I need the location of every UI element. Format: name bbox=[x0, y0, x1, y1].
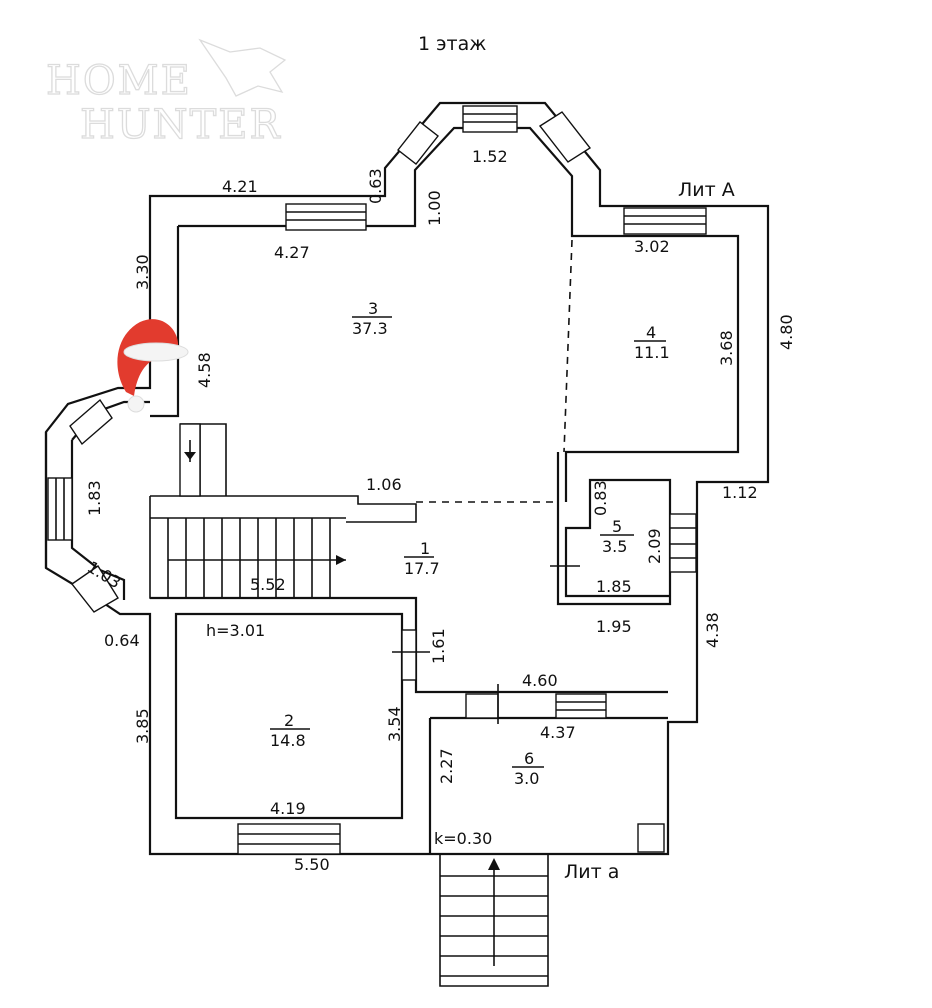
room-area: 3.5 bbox=[602, 537, 627, 556]
room-area: 17.7 bbox=[404, 559, 440, 578]
room-number: 3 bbox=[368, 299, 378, 318]
dimension-label: 3.85 bbox=[133, 708, 152, 744]
dimension-label: 2.27 bbox=[437, 748, 456, 784]
dimension-label: 0.64 bbox=[104, 631, 140, 650]
partition-3-4 bbox=[563, 239, 573, 453]
room-area: 3.0 bbox=[514, 769, 539, 788]
santa-hat-icon bbox=[117, 319, 189, 413]
dimension-label: 4.80 bbox=[777, 314, 796, 350]
floor-title: 1 этаж bbox=[418, 33, 486, 55]
room-1-label: 1 17.7 bbox=[404, 539, 440, 578]
dimension-label: 4.37 bbox=[540, 723, 576, 742]
dimension-label: 4.38 bbox=[703, 612, 722, 648]
dimension-label: 3.30 bbox=[133, 254, 152, 290]
room-4-label: 4 11.1 bbox=[634, 323, 670, 362]
watermark-line2: HUNTER bbox=[80, 102, 282, 148]
room-3-label: 3 37.3 bbox=[352, 299, 392, 338]
dimension-label: 0.63 bbox=[366, 168, 385, 204]
dimension-label: 1.00 bbox=[425, 190, 444, 226]
watermark-line1: HOME bbox=[46, 58, 192, 104]
dimension-label: 5.52 bbox=[250, 575, 286, 594]
dimension-label: 3.54 bbox=[385, 706, 404, 742]
dimension-label: 2.09 bbox=[645, 528, 664, 564]
dimension-label: 1.95 bbox=[596, 617, 632, 636]
dimension-label: 1.83 bbox=[85, 480, 104, 516]
windows bbox=[47, 105, 707, 855]
room-number: 6 bbox=[524, 749, 534, 768]
dimension-label: 1.85 bbox=[596, 577, 632, 596]
dimension-label: 4.21 bbox=[222, 177, 258, 196]
dimension-label: 4.27 bbox=[274, 243, 310, 262]
room-area: 14.8 bbox=[270, 731, 306, 750]
lit-a-label: Лит А bbox=[678, 179, 735, 201]
room-number: 2 bbox=[284, 711, 294, 730]
room-labels: 1 17.7 2 14.8 3 37.3 4 11.1 5 3.5 6 3.0 bbox=[270, 299, 670, 788]
room-2-label: 2 14.8 bbox=[270, 711, 310, 750]
watermark-logo: HOME HUNTER bbox=[45, 38, 287, 149]
dimension-label: 1.12 bbox=[722, 483, 758, 502]
entry-steps bbox=[439, 854, 549, 987]
dimension-label: 4.60 bbox=[522, 671, 558, 690]
dimension-label: 3.68 bbox=[717, 330, 736, 366]
lit-a-annex-label: Лит а bbox=[564, 861, 619, 883]
door-marks bbox=[392, 540, 580, 724]
dimension-label: h=3.01 bbox=[206, 621, 265, 640]
room-5-label: 5 3.5 bbox=[600, 517, 634, 556]
main-staircase bbox=[167, 440, 346, 598]
dimension-label: 4.58 bbox=[195, 352, 214, 388]
dimension-label: 1.52 bbox=[472, 147, 508, 166]
room-area: 37.3 bbox=[352, 319, 388, 338]
room-number: 5 bbox=[612, 517, 622, 536]
dimension-label: 4.19 bbox=[270, 799, 306, 818]
dimension-label: 0.83 bbox=[591, 480, 610, 516]
room-6-label: 6 3.0 bbox=[512, 749, 544, 788]
dimension-label: 1.61 bbox=[429, 628, 448, 664]
dimension-label: 1.06 bbox=[366, 475, 402, 494]
dimension-label: k=0.30 bbox=[434, 829, 492, 848]
room-number: 4 bbox=[646, 323, 656, 342]
deer-logo-icon bbox=[198, 38, 287, 97]
room-number: 1 bbox=[420, 539, 430, 558]
dimension-labels: 4.21 0.63 1.52 1.00 4.27 3.30 3.02 4.80 … bbox=[84, 147, 796, 874]
dimension-label: 5.50 bbox=[294, 855, 330, 874]
dimension-label: 3.02 bbox=[634, 237, 670, 256]
room-area: 11.1 bbox=[634, 343, 670, 362]
